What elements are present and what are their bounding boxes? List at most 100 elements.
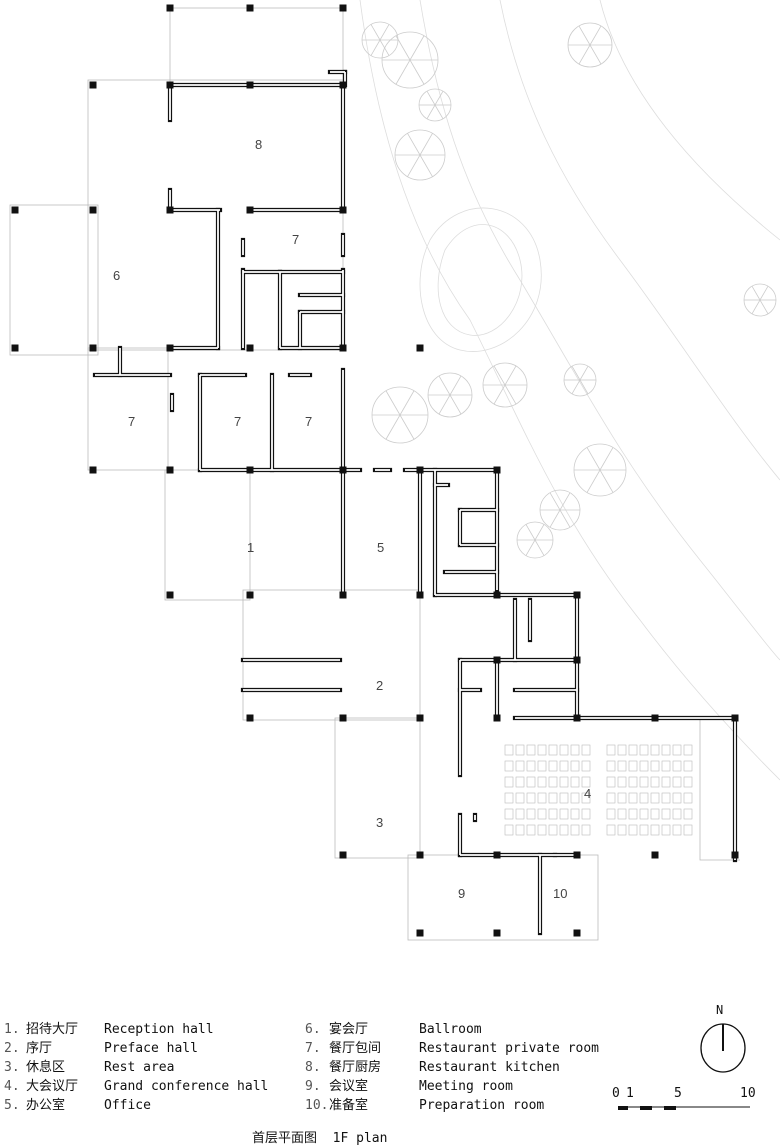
seat [504,744,514,756]
tree-icon [516,521,554,559]
room-label-6: 6 [113,268,120,283]
seat [672,824,682,836]
seat [559,808,569,820]
column [89,81,97,89]
seat [650,776,660,788]
seat [504,824,514,836]
column [416,344,424,352]
seat [683,744,693,756]
seat [606,760,616,772]
seat [570,776,580,788]
seat [581,808,591,820]
column [416,466,424,474]
seat [570,760,580,772]
seat [537,760,547,772]
room-label-7c: 7 [234,414,241,429]
column [246,206,254,214]
column [166,466,174,474]
seat [537,776,547,788]
seat [581,792,591,804]
seat [548,808,558,820]
seat [515,824,525,836]
column [166,206,174,214]
seat [526,760,536,772]
room-label-8: 8 [255,137,262,152]
seat [526,776,536,788]
column [573,714,581,722]
tree-icon [381,31,439,89]
seat [537,792,547,804]
seat [672,744,682,756]
column [573,656,581,664]
seat [661,792,671,804]
seat [526,824,536,836]
seat [515,776,525,788]
seat [515,808,525,820]
seat [661,760,671,772]
column [246,466,254,474]
seat [537,808,547,820]
column [339,591,347,599]
column [246,591,254,599]
seat [661,744,671,756]
seat [548,760,558,772]
room-label-7b: 7 [128,414,135,429]
column [651,714,659,722]
scale-tick-5: 5 [674,1086,682,1101]
tree-icon [539,489,581,531]
seat [617,776,627,788]
seat [559,776,569,788]
seat [581,760,591,772]
column [246,344,254,352]
seat [581,776,591,788]
seat [548,824,558,836]
seat [639,744,649,756]
column [416,929,424,937]
seat [504,760,514,772]
room-label-1: 1 [247,540,254,555]
seat [683,824,693,836]
trees [361,21,777,559]
column [493,656,501,664]
north-label: N [716,1003,724,1017]
seat [606,824,616,836]
seat [672,792,682,804]
seat [628,808,638,820]
seat [650,744,660,756]
column [166,81,174,89]
scale-tick-1: 1 [626,1086,634,1101]
seat [683,808,693,820]
seat [672,808,682,820]
seat [639,808,649,820]
column [493,851,501,859]
column [416,591,424,599]
column [493,929,501,937]
seat [526,792,536,804]
seat [628,776,638,788]
seat [617,824,627,836]
structural-columns [11,4,739,937]
seat [639,776,649,788]
column [416,851,424,859]
column [493,591,501,599]
seat [515,792,525,804]
seat [559,824,569,836]
seat [683,760,693,772]
seat [617,808,627,820]
seat [606,792,616,804]
north-arrow-icon [700,1023,746,1073]
column [493,714,501,722]
seat [526,808,536,820]
column [573,591,581,599]
seat [606,776,616,788]
room-label-7a: 7 [292,232,299,247]
seat [515,760,525,772]
column [89,344,97,352]
column [89,206,97,214]
tree-icon [567,22,613,68]
